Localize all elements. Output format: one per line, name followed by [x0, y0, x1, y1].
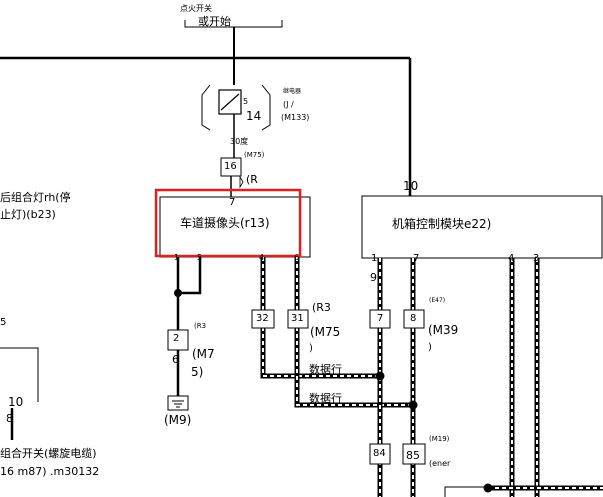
- ecm-pin-sub: 9: [370, 271, 377, 284]
- connector-7: [369, 309, 391, 329]
- connector-32-label: 32: [256, 313, 269, 324]
- connector-8: [403, 309, 425, 329]
- combination-switch-label-2: 16 m87) .m30132: [0, 465, 100, 478]
- ecm-pin-3: 3: [533, 253, 540, 264]
- ecm-pin-1: 1: [371, 253, 378, 264]
- ecm-connector-ref-2: ): [428, 342, 432, 353]
- relay-note-line2: (M133): [281, 113, 310, 122]
- relay-pin-box: 14: [246, 109, 262, 123]
- connector-16-label: 16: [224, 161, 237, 172]
- connector-8-label: 8: [410, 313, 417, 324]
- connector-2-ref-2: 5): [191, 365, 204, 379]
- connector-32: [251, 309, 275, 329]
- left-edge-mark: 5: [0, 317, 7, 328]
- camera-highlight: [154, 188, 302, 258]
- camera-pin-6: 6: [294, 253, 300, 262]
- camera-pin-top: 7: [229, 197, 236, 208]
- connector-84-label: 84: [373, 448, 386, 459]
- combination-switch-label-1: 组合开关(螺旋电缆): [0, 447, 97, 460]
- relay-pin-bottom: 30度: [230, 137, 249, 146]
- camera-pin-1: 1: [174, 253, 180, 262]
- bottom-connector-ref-small: (M19): [429, 435, 450, 443]
- splice-data-2: [408, 400, 418, 410]
- camera-module-box: [159, 196, 311, 258]
- data-line-pin4: [260, 257, 380, 379]
- bottom-connector-ref-1: (ener: [429, 459, 451, 468]
- relay-note-small: 继电器: [283, 88, 302, 95]
- camera-label: 车道摄像头(r13): [180, 216, 270, 230]
- ground-symbol: [167, 395, 189, 411]
- connector-2-sub: 6: [172, 353, 179, 366]
- connector-2-label: 2: [173, 333, 180, 344]
- connector-2-ref-small: (R3: [194, 322, 207, 330]
- connector-85-label: 85: [406, 449, 420, 462]
- splice-data-1: [375, 371, 385, 381]
- connector-84: [369, 443, 391, 465]
- connector-31: [287, 309, 309, 329]
- tail-lamp-label-1: 后组合灯rh(停: [0, 191, 71, 204]
- ecm-connector-ref-small: (E47): [429, 297, 446, 304]
- relay-pin-top: 5: [243, 97, 249, 106]
- data-line-label-1: 数据行: [309, 363, 342, 376]
- relay-bracket: [201, 84, 271, 131]
- ignition-switch-label: 或开始: [198, 15, 231, 28]
- data-connector-ref-3: ): [309, 343, 313, 354]
- connector-2-ref-1: (M7: [192, 347, 215, 361]
- connector-31-label: 31: [291, 313, 304, 324]
- ecm-connector-ref-1: (M39: [428, 323, 459, 337]
- ecm-pin-top: 10: [403, 179, 419, 193]
- data-connector-ref-2: (M75: [310, 325, 341, 339]
- splice-ground: [174, 289, 182, 297]
- left-component-box: [0, 347, 39, 402]
- ecm-pin-7: 7: [413, 253, 420, 264]
- ecm-pin-4: 4: [508, 253, 515, 264]
- connector-7-label: 7: [377, 313, 384, 324]
- camera-pin-4: 4: [259, 253, 265, 262]
- left-pin-10: 10: [8, 395, 24, 409]
- camera-pin-5: 5: [197, 253, 203, 262]
- relay-note-line1: (J /: [283, 100, 294, 109]
- connector-16-sub: (R: [246, 173, 258, 186]
- data-connector-ref-1: (R3: [312, 301, 331, 314]
- ground-label: (M9): [164, 413, 192, 427]
- tail-lamp-label-2: 止灯)(b23): [0, 208, 56, 221]
- connector-85: [402, 443, 426, 465]
- left-pin-8: 8: [6, 412, 13, 425]
- ecm-label: 机箱控制模块e22): [392, 217, 492, 231]
- ignition-switch-small-label: 点火开关: [180, 4, 212, 13]
- data-line-pin6: [294, 257, 413, 408]
- connector-16-ref: (M75): [244, 151, 265, 159]
- data-line-label-2: 数据行: [309, 392, 342, 405]
- ecm-box: [361, 195, 603, 259]
